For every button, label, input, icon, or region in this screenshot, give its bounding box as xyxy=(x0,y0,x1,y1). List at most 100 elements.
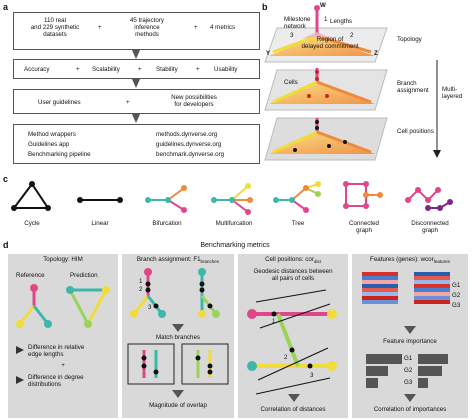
arrow-down-icon xyxy=(132,79,140,88)
gene-label: G1 xyxy=(404,355,413,362)
inputs-box: 110 real and 229 synthetic datasets + 45… xyxy=(13,12,260,50)
plus-sign: + xyxy=(194,24,198,31)
multifurcation-icon xyxy=(211,183,253,215)
datasets-text: 110 real and 229 synthetic datasets xyxy=(30,17,80,38)
plus-sign: + xyxy=(126,99,130,106)
cell-positions-label: Cell positions xyxy=(397,128,434,135)
topology-label: Topology xyxy=(397,36,422,43)
plus-sign: + xyxy=(76,66,80,73)
edge-length-difference: Difference in relative edge lengths xyxy=(28,344,85,358)
topology-type-label: Disconnected graph xyxy=(411,220,449,234)
topology-type-label: Multifurcation xyxy=(215,220,253,227)
topology-icons xyxy=(11,181,453,215)
stability-label: Stability xyxy=(156,66,178,73)
benchmarking-title: Benchmarking metrics xyxy=(200,242,270,249)
length-1: 1 xyxy=(324,16,328,23)
bifurcation-icon xyxy=(145,185,187,213)
connected-graph-icon xyxy=(343,181,383,209)
resource-url[interactable]: benchmark.dynverse.org xyxy=(156,151,225,158)
cell-number: 2 xyxy=(284,354,288,361)
wcor-title: Features (genes): wcorfeatures xyxy=(370,256,450,265)
cell-number: 3 xyxy=(310,372,314,379)
topology-type-label: Connected graph xyxy=(349,220,379,234)
cell-number: 1 xyxy=(272,318,276,325)
arrow-down-icon xyxy=(132,50,140,59)
him-panel: Topology: HIM Reference Prediction Diffe… xyxy=(8,254,118,418)
plus-sign: + xyxy=(138,66,142,73)
panel-d-label: d xyxy=(3,240,9,250)
guidelines-label: User guidelines xyxy=(38,99,81,106)
disconnected-graph-icon xyxy=(405,187,453,211)
possibilities-label: New possibilities for developers xyxy=(171,94,217,108)
outcomes-box: User guidelines + New possibilities for … xyxy=(13,89,260,114)
gene-label: G3 xyxy=(452,302,461,309)
f1-title: Branch assignment: F1branches xyxy=(136,256,220,265)
topology-type-label: Linear xyxy=(91,220,109,227)
degree-difference: Difference in degree distributions xyxy=(28,374,84,388)
cordist-title: Cell positions: cordist xyxy=(265,256,321,265)
panel-c-label: c xyxy=(3,174,9,184)
accuracy-label: Accuracy xyxy=(24,66,50,73)
cycle-icon xyxy=(11,181,51,211)
branch-assignment-panel: Branch assignment: F1branches 1 2 3 Matc… xyxy=(122,254,234,418)
resource-url[interactable]: guidelines.dynverse.org xyxy=(156,141,222,148)
reference-label: Reference xyxy=(16,272,45,279)
topology-type-label: Cycle xyxy=(24,220,40,227)
milestone-y: Y xyxy=(266,50,271,57)
layered-trajectory-diagram xyxy=(264,5,441,161)
him-title: Topology: HIM xyxy=(43,256,83,263)
length-2: 2 xyxy=(350,32,354,39)
linear-icon xyxy=(77,197,123,203)
him-graphs xyxy=(16,284,110,328)
resource-name: Guidelines app xyxy=(28,141,70,148)
cell-number: 2 xyxy=(139,286,143,293)
geodesic-desc: Geodesic distances between all pairs of … xyxy=(253,268,333,282)
geodesic-diagram xyxy=(247,289,337,402)
resource-url[interactable]: methods.dynverse.org xyxy=(156,131,218,138)
bullet-arrow-icon xyxy=(16,376,24,384)
heatmap-reference xyxy=(362,272,398,304)
resource-name: Method wrappers xyxy=(28,131,76,138)
gene-label: G2 xyxy=(404,367,413,374)
tree-icon xyxy=(273,181,321,213)
topology-type-label: Bifurcation xyxy=(152,220,182,227)
region-label: Region of delayed commitment xyxy=(301,36,359,50)
milestone-w: W xyxy=(320,2,326,9)
features-panel: Features (genes): wcorfeatures G1 G2 G3 … xyxy=(352,254,468,418)
plus-sign: + xyxy=(196,66,200,73)
milestone-z: Z xyxy=(374,50,378,57)
cell-number: 3 xyxy=(148,304,152,311)
metrics-text: 4 metrics xyxy=(210,24,236,31)
overlap-result: Magnitude of overlap xyxy=(149,402,207,409)
gene-label: G3 xyxy=(404,379,413,386)
heatmap-prediction xyxy=(414,272,450,304)
feature-heatmaps xyxy=(362,272,450,402)
importances-result: Correlation of importances xyxy=(373,406,447,413)
feature-importance-label: Feature importance xyxy=(383,338,437,345)
lengths-label: Lengths xyxy=(330,18,353,25)
gene-label: G1 xyxy=(452,282,461,289)
branch-assignment-label: Branch assignment xyxy=(397,80,429,94)
gene-label: G2 xyxy=(452,292,461,299)
length-3: 3 xyxy=(290,32,294,39)
panel-a-label: a xyxy=(3,2,9,12)
plus-sign: + xyxy=(98,24,102,31)
match-branches-label: Match branches xyxy=(155,334,201,341)
cells-label: Cells xyxy=(284,79,298,86)
milestone-network-label: Milestone network xyxy=(284,16,311,30)
multi-layered-label: Multi- layered xyxy=(442,86,463,100)
scalability-label: Scalability xyxy=(92,66,120,73)
usability-label: Usability xyxy=(214,66,238,73)
panel-b-label: b xyxy=(262,2,268,12)
resources-box: Method wrappers methods.dynverse.org Gui… xyxy=(13,124,260,164)
topology-type-label: Tree xyxy=(291,220,305,227)
plus-sign: + xyxy=(61,362,65,369)
cell-positions-panel: Cell positions: cordist Geodesic distanc… xyxy=(238,254,348,418)
prediction-label: Prediction xyxy=(70,272,98,279)
branch-assignment-diagram xyxy=(127,268,229,398)
arrow-down-icon xyxy=(132,114,140,123)
distances-result: Correlation of distances xyxy=(260,406,326,413)
resource-name: Benchmarking pipeline xyxy=(28,151,91,158)
cell-number: 1 xyxy=(139,278,143,285)
bullet-arrow-icon xyxy=(16,346,24,354)
